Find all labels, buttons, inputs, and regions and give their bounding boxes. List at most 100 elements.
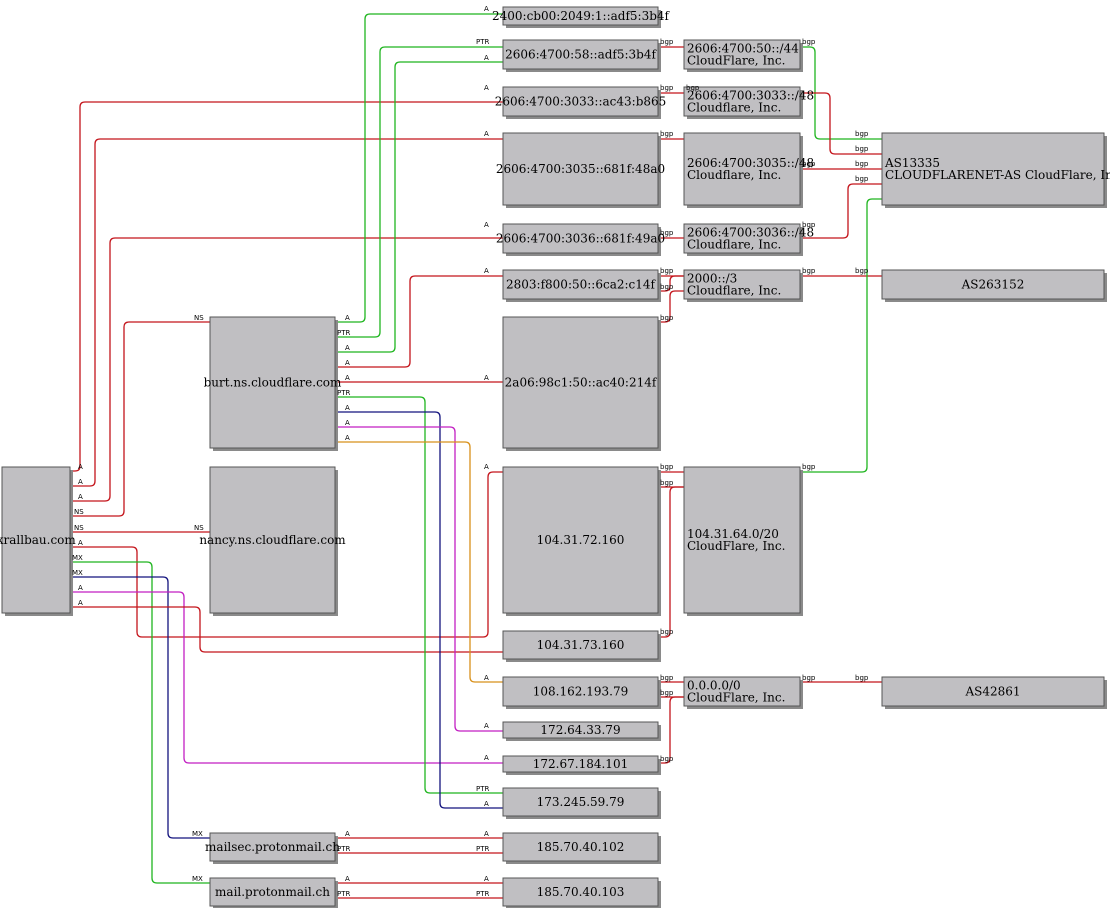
node-box [502,132,659,206]
node-box [881,132,1105,206]
edge-label-ptr: PTR [476,890,489,898]
node-box [683,466,801,614]
edge-orange-18 [335,441,503,683]
node-ip-108[interactable]: 108.162.193.79 [502,676,661,709]
node-ip-185-102[interactable]: 185.70.40.102 [502,832,661,864]
edge-label-ns: NS [194,314,204,322]
edge-label-bgp: bgp [802,160,816,168]
node-label: mail.protonmail.ch [215,885,330,899]
edge-label-bgp: bgp [660,755,674,763]
node-label: CloudFlare, Inc. [687,539,785,553]
edge-label-bgp: bgp [686,84,700,92]
edge-label-a: A [345,830,350,838]
node-label: 0.0.0.0/0 [687,679,741,693]
node-ip-2803[interactable]: 2803:f800:50::6ca2:c14f [502,269,661,302]
edge-label-a: A [484,875,489,883]
edge-label-ptr: PTR [476,785,489,793]
node-box [881,676,1105,707]
node-ip-2a06[interactable]: 2a06:98c1:50::ac40:214f [502,316,661,451]
node-box [209,466,336,614]
node-nancy[interactable]: nancy.ns.cloudflare.com [199,466,346,616]
node-label: nancy.ns.cloudflare.com [199,533,346,547]
node-label: 185.70.40.102 [537,840,625,854]
edge-label-bgp: bgp [660,267,674,275]
node-mailsec[interactable]: mailsec.protonmail.ch [205,832,340,864]
node-box [502,755,659,773]
node-ip-2606-58[interactable]: 2606:4700:58::adf5:3b4f [502,39,661,72]
edge-magenta-17 [335,426,503,732]
edge-label-a: A [484,830,489,838]
edge-label-a: A [78,493,83,501]
edge-navy-7 [70,576,210,839]
node-label: 172.64.33.79 [540,723,620,737]
node-as263152[interactable]: AS263152 [881,269,1107,302]
nodes-layer: krallbau.com burt.ns.cloudflare.com nancy.… [0,6,1110,908]
node-label: CloudFlare, Inc. [687,691,785,705]
node-label: Cloudflare, Inc. [687,168,781,182]
edge-label-a: A [484,463,489,471]
edge-label-bgp: bgp [660,84,674,92]
node-burt[interactable]: burt.ns.cloudflare.com [204,316,342,451]
node-krallbau[interactable]: krallbau.com [0,466,76,616]
edge-magenta-8 [70,591,503,764]
edge-label-a: A [484,674,489,682]
node-label: CloudFlare, Inc. [687,54,785,68]
node-ip-173[interactable]: 173.245.59.79 [502,787,661,819]
edge-label-mx: MX [72,554,83,562]
node-box [502,6,659,26]
node-box [502,721,659,739]
edge-label-a: A [78,539,83,547]
edge-label-bgp: bgp [660,689,674,697]
node-ip-2606-3035[interactable]: 2606:4700:3035::681f:48a0 [496,132,665,208]
edge-label-bgp: bgp [855,674,869,682]
edge-label-a: A [345,434,350,442]
edge-red-3 [70,321,210,517]
node-ip-104-73[interactable]: 104.31.73.160 [502,630,661,662]
edge-green-11 [335,46,503,338]
edge-red-1 [70,138,503,487]
node-mail[interactable]: mail.protonmail.ch [209,877,338,908]
node-label: AS13335 [884,156,940,170]
edge-label-bgp: bgp [802,221,816,229]
node-label: Cloudflare, Inc. [687,284,781,298]
node-label: 2606:4700:58::adf5:3b4f [505,48,657,62]
edge-label-ptr: PTR [337,389,350,397]
node-box [502,877,659,907]
node-label: 2606:4700:3033::ac43:b865 [495,95,667,109]
node-as42861[interactable]: AS42861 [881,676,1107,709]
edge-label-a: A [484,374,489,382]
node-box [502,86,659,117]
edge-label-bgp: bgp [855,267,869,275]
node-ip-2606-3033[interactable]: 2606:4700:3033::ac43:b865 [495,86,667,119]
node-box [683,132,801,206]
edge-label-a: A [78,478,83,486]
node-box [683,269,801,300]
node-box [683,39,801,70]
node-label: 104.31.72.160 [537,533,625,547]
node-box [683,676,801,707]
node-box [502,223,659,254]
node-ip-2400[interactable]: 2400:cb00:2049:1::adf5:3b4f [492,6,671,28]
edge-green-10 [335,13,503,323]
node-box [1,466,71,614]
node-ip-172-64[interactable]: 172.64.33.79 [502,721,661,741]
node-ip-172-67[interactable]: 172.67.184.101 [502,755,661,775]
node-ip-2606-3036[interactable]: 2606:4700:3036::681f:49a0 [496,223,665,256]
edge-label-ptr: PTR [476,38,489,46]
edge-label-a: A [345,875,350,883]
node-ip-104-72[interactable]: 104.31.72.160 [502,466,661,616]
node-box [502,676,659,707]
edge-label-a: A [484,5,489,13]
node-label: 104.31.64.0/20 [687,527,779,541]
edge-label-bgp: bgp [660,314,674,322]
node-ip-185-103[interactable]: 185.70.40.103 [502,877,661,908]
node-label: 2000::/3 [687,272,737,286]
